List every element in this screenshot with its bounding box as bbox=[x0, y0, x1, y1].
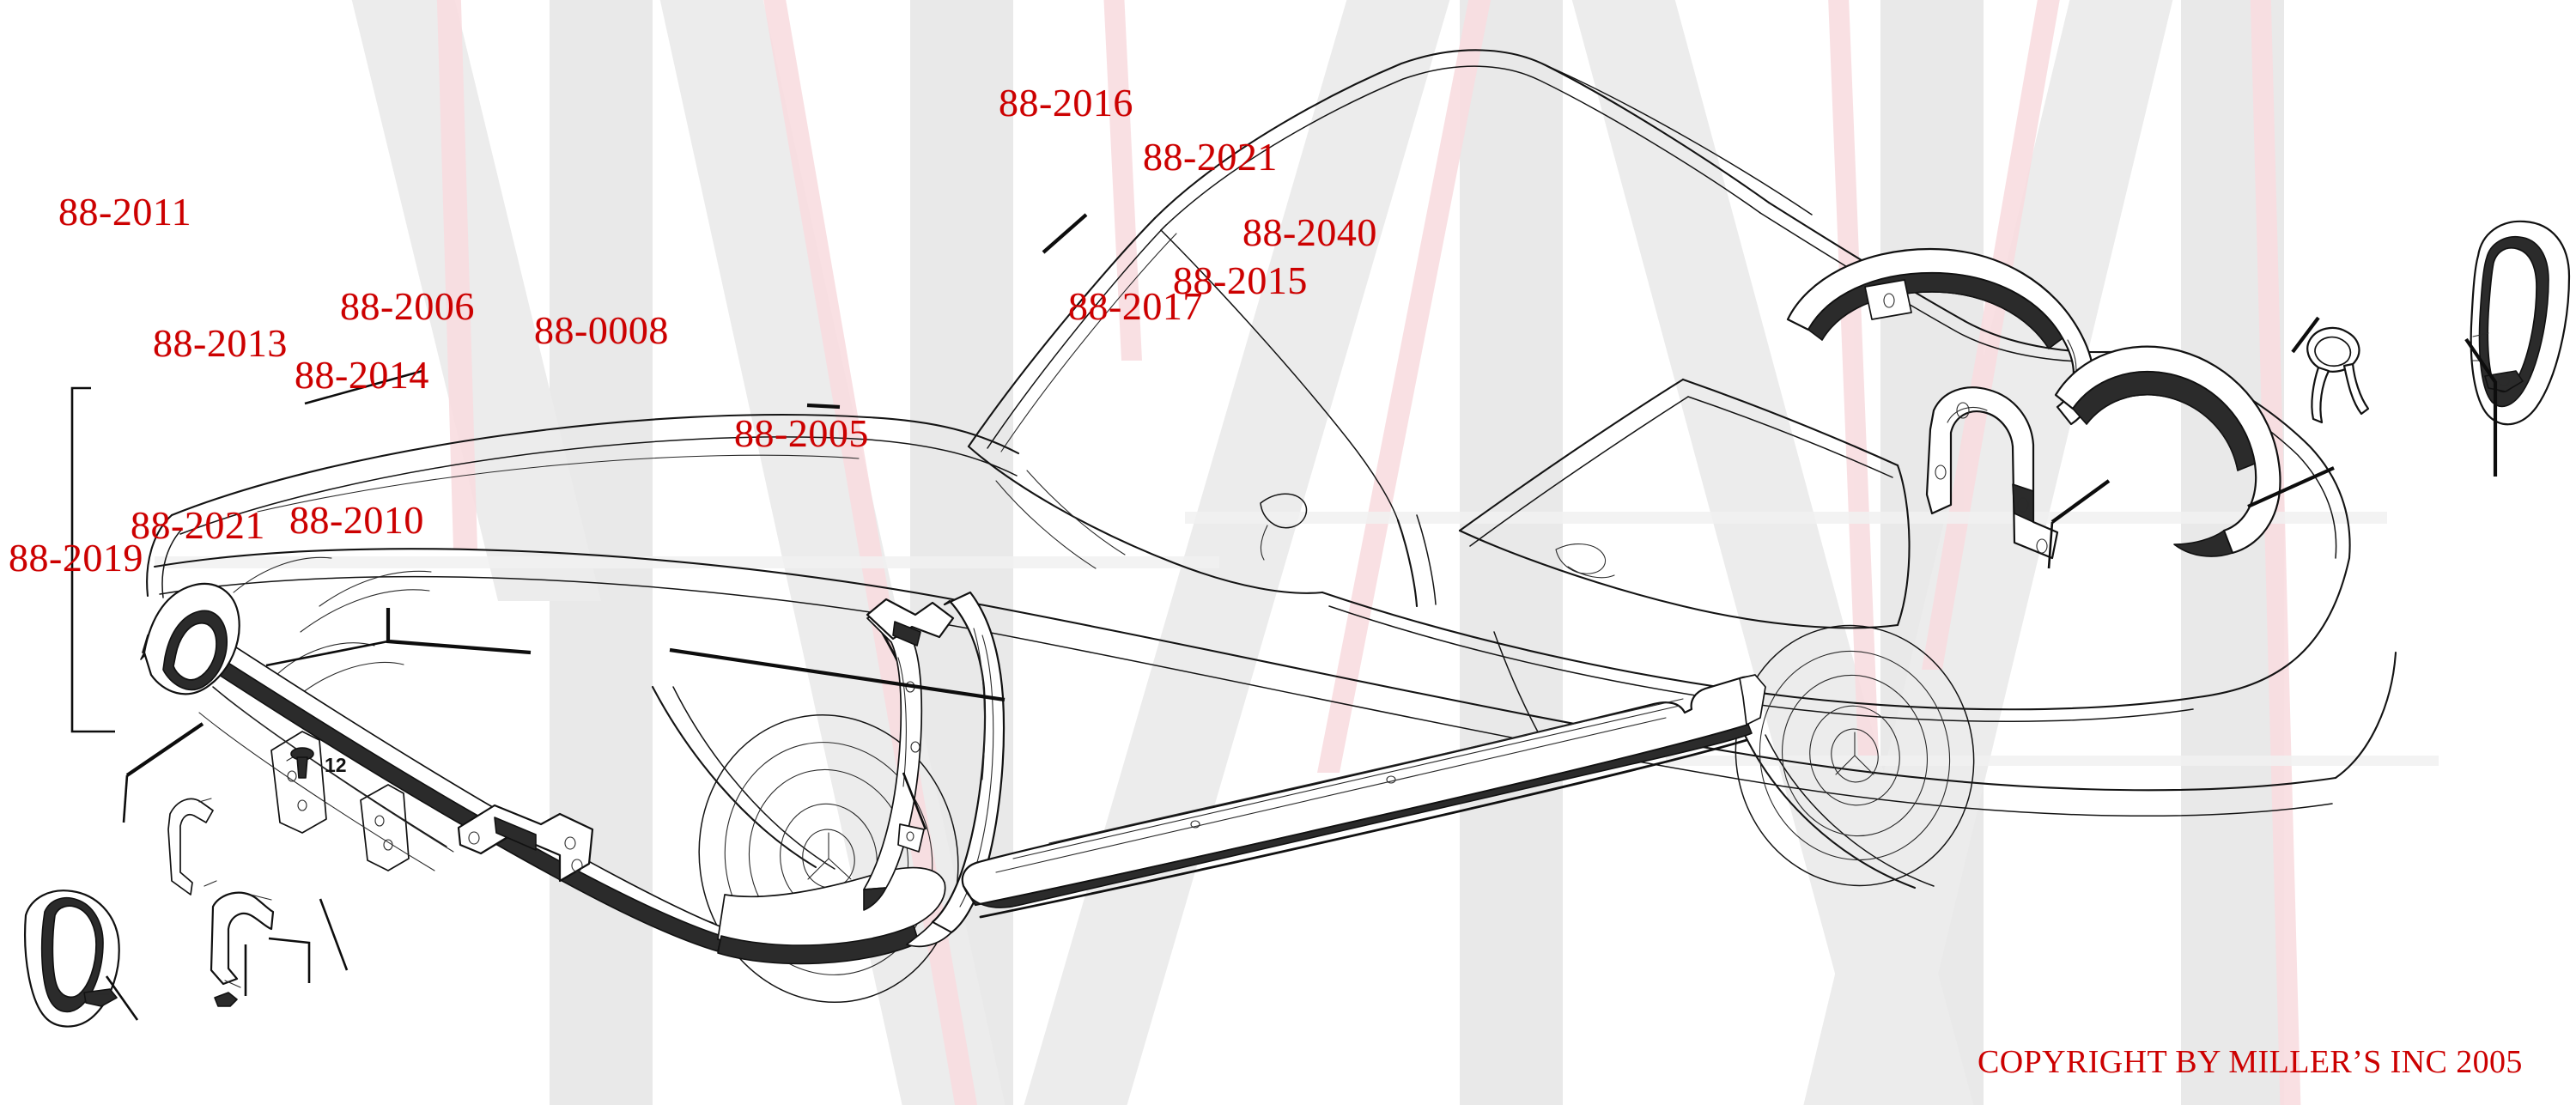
leader-88-2005b bbox=[902, 772, 927, 830]
part-label-88-2014[interactable]: 88-2014 bbox=[295, 353, 429, 397]
part-label-88-2011[interactable]: 88-2011 bbox=[58, 190, 192, 234]
rear-end-cap bbox=[2470, 220, 2571, 426]
leader-88-2011 bbox=[70, 386, 115, 733]
rocker-panel-trim bbox=[961, 674, 1766, 919]
part-label-88-2021-front[interactable]: 88-2021 bbox=[131, 503, 265, 547]
bumper-clip-front bbox=[167, 798, 217, 896]
rear-bumper-parts bbox=[1786, 220, 2571, 560]
pillar-and-rocker-trim bbox=[863, 591, 1766, 948]
rear-bumper-blade bbox=[2054, 345, 2281, 557]
bumper-clip-rear bbox=[2306, 326, 2370, 424]
part-label-88-0008[interactable]: 88-0008 bbox=[534, 308, 669, 352]
part-label-88-2017[interactable]: 88-2017 bbox=[1068, 284, 1203, 328]
leader-88-2019 bbox=[105, 975, 139, 1021]
leader-88-2016 bbox=[1042, 213, 1088, 254]
car-body-outline bbox=[146, 49, 2397, 1004]
leader-88-2021-front bbox=[268, 937, 311, 983]
leader-88-2014 bbox=[304, 369, 423, 405]
part-label-88-2013[interactable]: 88-2013 bbox=[153, 321, 288, 365]
part-label-88-2010[interactable]: 88-2010 bbox=[289, 498, 424, 542]
leader-88-2006 bbox=[386, 608, 532, 655]
part-label-88-2019[interactable]: 88-2019 bbox=[9, 536, 143, 580]
leader-88-2021-rear bbox=[2291, 316, 2320, 354]
front-corner-guard bbox=[24, 889, 120, 1028]
part-label-88-2040[interactable]: 88-2040 bbox=[1242, 210, 1377, 254]
leader-lines bbox=[70, 213, 2498, 1021]
front-wheel bbox=[698, 713, 959, 1004]
quantity-12: 12 bbox=[325, 754, 347, 776]
part-label-88-2006[interactable]: 88-2006 bbox=[340, 284, 475, 328]
leader-88-2010 bbox=[319, 898, 349, 971]
part-label-88-2005[interactable]: 88-2005 bbox=[734, 411, 869, 455]
part-label-88-2021-rear[interactable]: 88-2021 bbox=[1143, 135, 1278, 179]
leader-88-2015 bbox=[2247, 466, 2335, 508]
leader-88-0008 bbox=[669, 647, 1005, 702]
front-bumper-assembly bbox=[24, 582, 946, 1028]
part-label-88-2016[interactable]: 88-2016 bbox=[999, 81, 1133, 124]
copyright-notice: COPYRIGHT BY MILLER’S INC 2005 bbox=[1978, 1044, 2523, 1080]
bolt-icon bbox=[290, 747, 314, 779]
rear-bumper-bracket-strap bbox=[1925, 386, 2059, 560]
leader-88-2040 bbox=[2464, 337, 2498, 477]
rear-bumper-corner-upper bbox=[1786, 247, 2095, 426]
rear-wheel bbox=[1735, 624, 1975, 887]
bumper-bracket-center bbox=[457, 804, 594, 883]
leader-88-2005 bbox=[806, 403, 841, 410]
leader-88-2017 bbox=[2050, 479, 2111, 524]
part-label-88-2015[interactable]: 88-2015 bbox=[1173, 258, 1308, 302]
leader-88-2013 bbox=[125, 722, 204, 777]
bumper-clip-bottom bbox=[210, 891, 275, 1007]
